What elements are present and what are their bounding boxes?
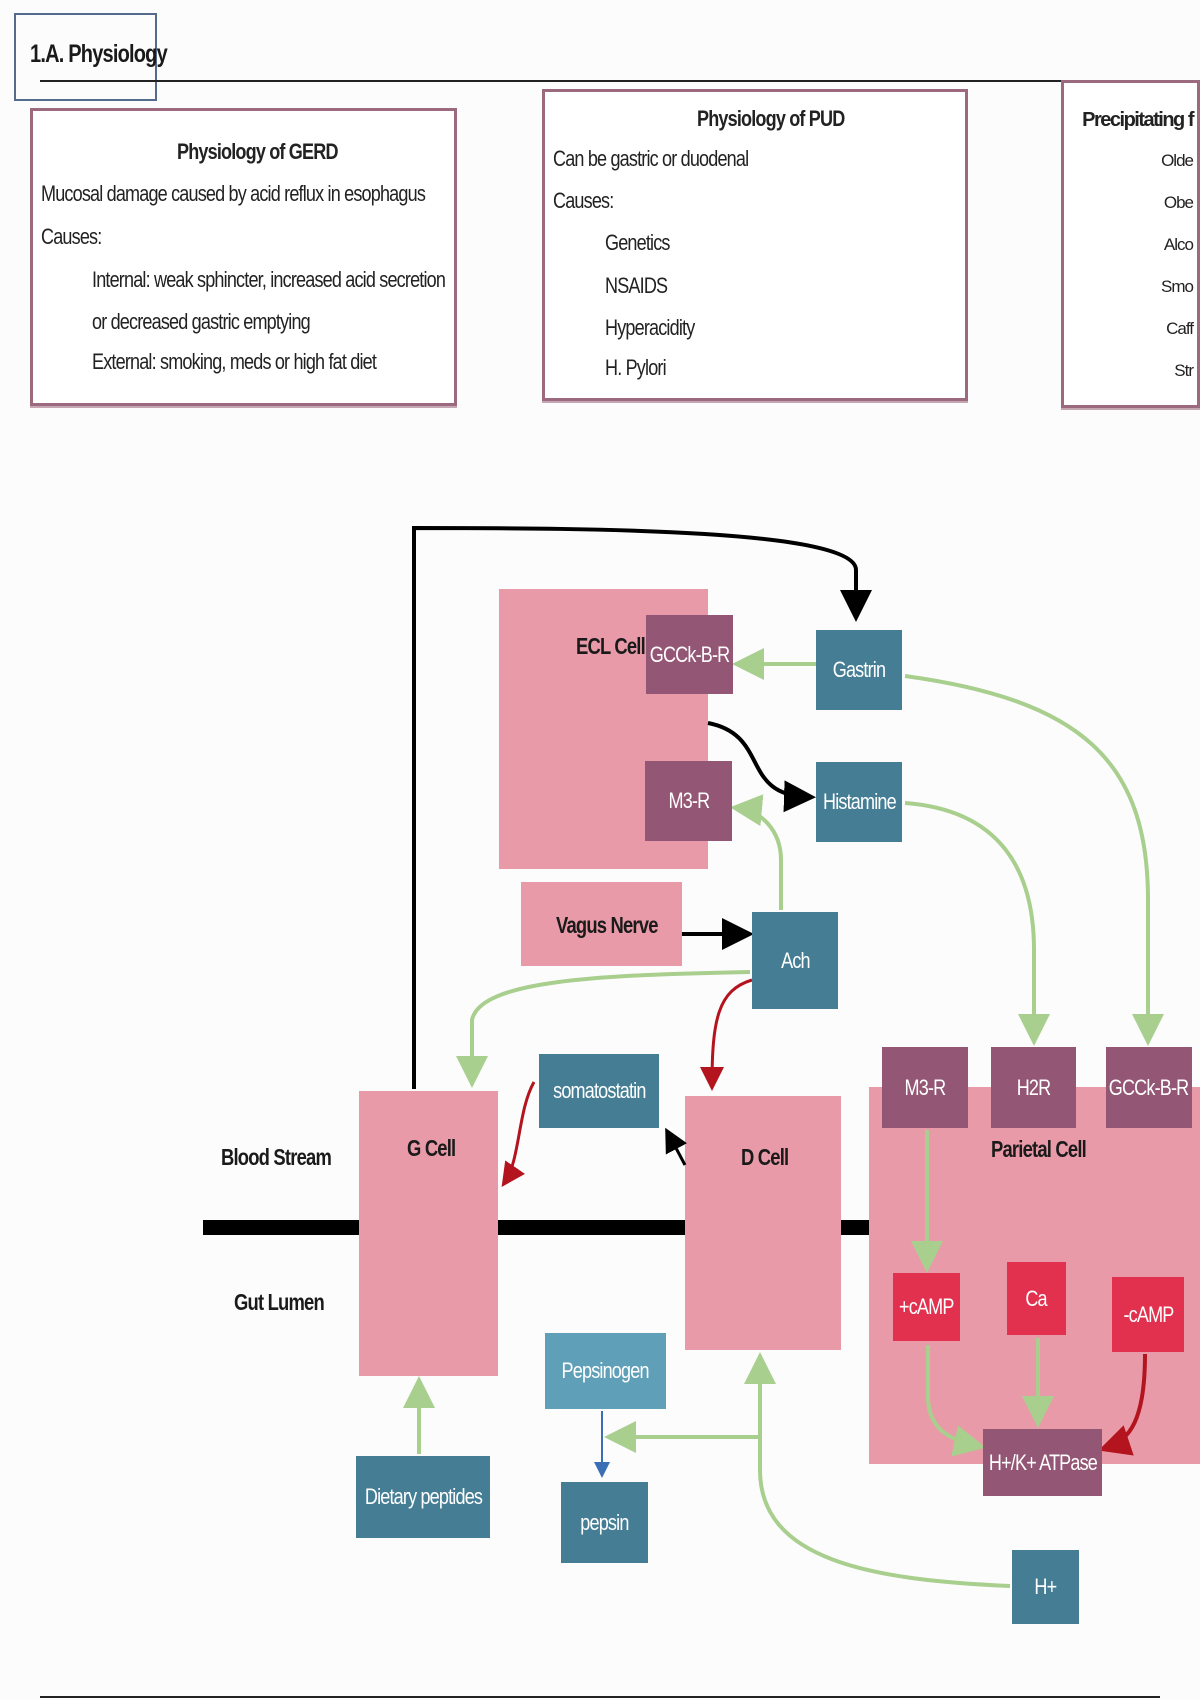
precipitating-line: Smo <box>1161 277 1194 296</box>
pud-line: H. Pylori <box>605 355 667 380</box>
node-label: M3-R <box>904 1074 947 1100</box>
header-rule <box>40 80 1065 82</box>
node-label: Ach <box>780 947 810 973</box>
gut-lumen-label: Gut Lumen <box>234 1289 325 1315</box>
gcell-to-gastrin-arrow <box>412 525 872 1089</box>
atpase-node: H+/K+ ATPase <box>983 1429 1102 1496</box>
node-label: GCCk-B-R <box>649 641 730 667</box>
ach-to-gcell-arrow <box>456 970 751 1088</box>
node-label: Ca <box>1025 1285 1048 1311</box>
precipitating-box: Precipitating f Olde Obe Alco Smo Caff S… <box>1061 80 1200 408</box>
negcamp-to-atpase-arrow <box>1098 1353 1147 1456</box>
node-label: Gastrin <box>832 657 886 682</box>
node-label: pepsin <box>580 1509 629 1535</box>
ecl-to-histamine-arrow <box>707 721 816 813</box>
pud-box: Physiology of PUD Can be gastric or duod… <box>542 89 968 401</box>
camp-to-atpase-arrow <box>926 1345 986 1457</box>
parietal-h2r-receptor: H2R <box>991 1047 1076 1128</box>
camp-plus-node: +cAMP <box>893 1273 960 1341</box>
gerd-title: Physiology of GERD <box>177 139 338 164</box>
pepsin-node: pepsin <box>561 1482 648 1563</box>
camp-minus-node: -cAMP <box>1112 1277 1184 1352</box>
pepsinogen-node: Pepsinogen <box>545 1333 666 1409</box>
pud-line: Can be gastric or duodenal <box>553 146 749 171</box>
gerd-box: Physiology of GERD Mucosal damage caused… <box>30 108 457 406</box>
node-label: M3-R <box>668 788 710 813</box>
pud-title: Physiology of PUD <box>697 106 845 131</box>
precipitating-line: Str <box>1174 361 1194 380</box>
node-label: H+/K+ ATPase <box>988 1449 1097 1475</box>
gastrin-to-parietal-arrow <box>904 674 1164 1046</box>
ecl-gcck-receptor: GCCk-B-R <box>646 615 733 694</box>
gerd-line: External: smoking, meds or high fat diet <box>92 349 377 374</box>
somatostatin-inhibit-gcell-arrow <box>501 1081 536 1187</box>
ca-node: Ca <box>1007 1262 1066 1335</box>
gastrin-node: Gastrin <box>816 630 902 710</box>
pud-line: Genetics <box>605 230 670 255</box>
ach-inhibit-dcell-arrow <box>700 978 753 1091</box>
node-label: H2R <box>1016 1074 1051 1100</box>
gerd-line: Causes: <box>41 224 102 249</box>
ach-node: Ach <box>752 912 838 1009</box>
hplus-to-dcell-arrow <box>744 1352 1011 1588</box>
parietal-m3r-receptor: M3-R <box>882 1047 968 1128</box>
parietal-cell-label: Parietal Cell <box>991 1136 1087 1162</box>
precipitating-line: Caff <box>1166 319 1194 338</box>
parietal-gcck-receptor: GCCk-B-R <box>1106 1047 1192 1128</box>
node-label: +cAMP <box>899 1294 954 1319</box>
pud-line: Causes: <box>553 188 614 213</box>
ecl-cell-label: ECL Cell <box>576 633 646 659</box>
blood-stream-label: Blood Stream <box>221 1144 332 1170</box>
node-label: somatostatin <box>552 1078 646 1103</box>
dcell-to-somatostatin-arrow <box>665 1127 688 1166</box>
pud-line: Hyperacidity <box>605 315 695 340</box>
gerd-line: Mucosal damage caused by acid reflux in … <box>41 181 426 206</box>
precipitating-line: Alco <box>1163 235 1194 254</box>
h-plus-node: H+ <box>1012 1550 1079 1624</box>
histamine-node: Histamine <box>816 762 902 842</box>
precipitating-title: Precipitating f <box>1082 109 1194 131</box>
node-label: Dietary peptides <box>364 1484 482 1509</box>
precipitating-line: Obe <box>1163 193 1194 212</box>
g-cell-label: G Cell <box>407 1135 456 1161</box>
node-label: Pepsinogen <box>561 1358 650 1383</box>
gerd-line: Internal: weak sphincter, increased acid… <box>92 267 446 292</box>
histamine-to-h2r-arrow <box>904 801 1050 1046</box>
d-cell-label: D Cell <box>741 1144 789 1170</box>
vagus-nerve-label: Vagus Nerve <box>556 912 658 938</box>
footer-rule <box>40 1696 1160 1698</box>
pud-line: NSAIDS <box>605 273 668 298</box>
dietary-peptides-node: Dietary peptides <box>356 1456 490 1538</box>
gerd-line: or decreased gastric emptying <box>92 309 311 334</box>
precipitating-line: Olde <box>1161 151 1194 170</box>
somatostatin-node: somatostatin <box>539 1054 659 1128</box>
node-label: GCCk-B-R <box>1109 1074 1189 1100</box>
ach-to-ecl-m3r-arrow <box>730 794 783 910</box>
vagus-nerve <box>521 882 682 966</box>
node-label: H+ <box>1034 1574 1058 1599</box>
node-label: Histamine <box>822 789 897 814</box>
section-title-box <box>14 13 157 101</box>
section-title: 1.A. Physiology <box>30 40 168 68</box>
ecl-m3r-receptor: M3-R <box>645 761 732 841</box>
g-cell <box>359 1091 498 1376</box>
node-label: -cAMP <box>1122 1301 1174 1327</box>
d-cell <box>685 1096 841 1350</box>
